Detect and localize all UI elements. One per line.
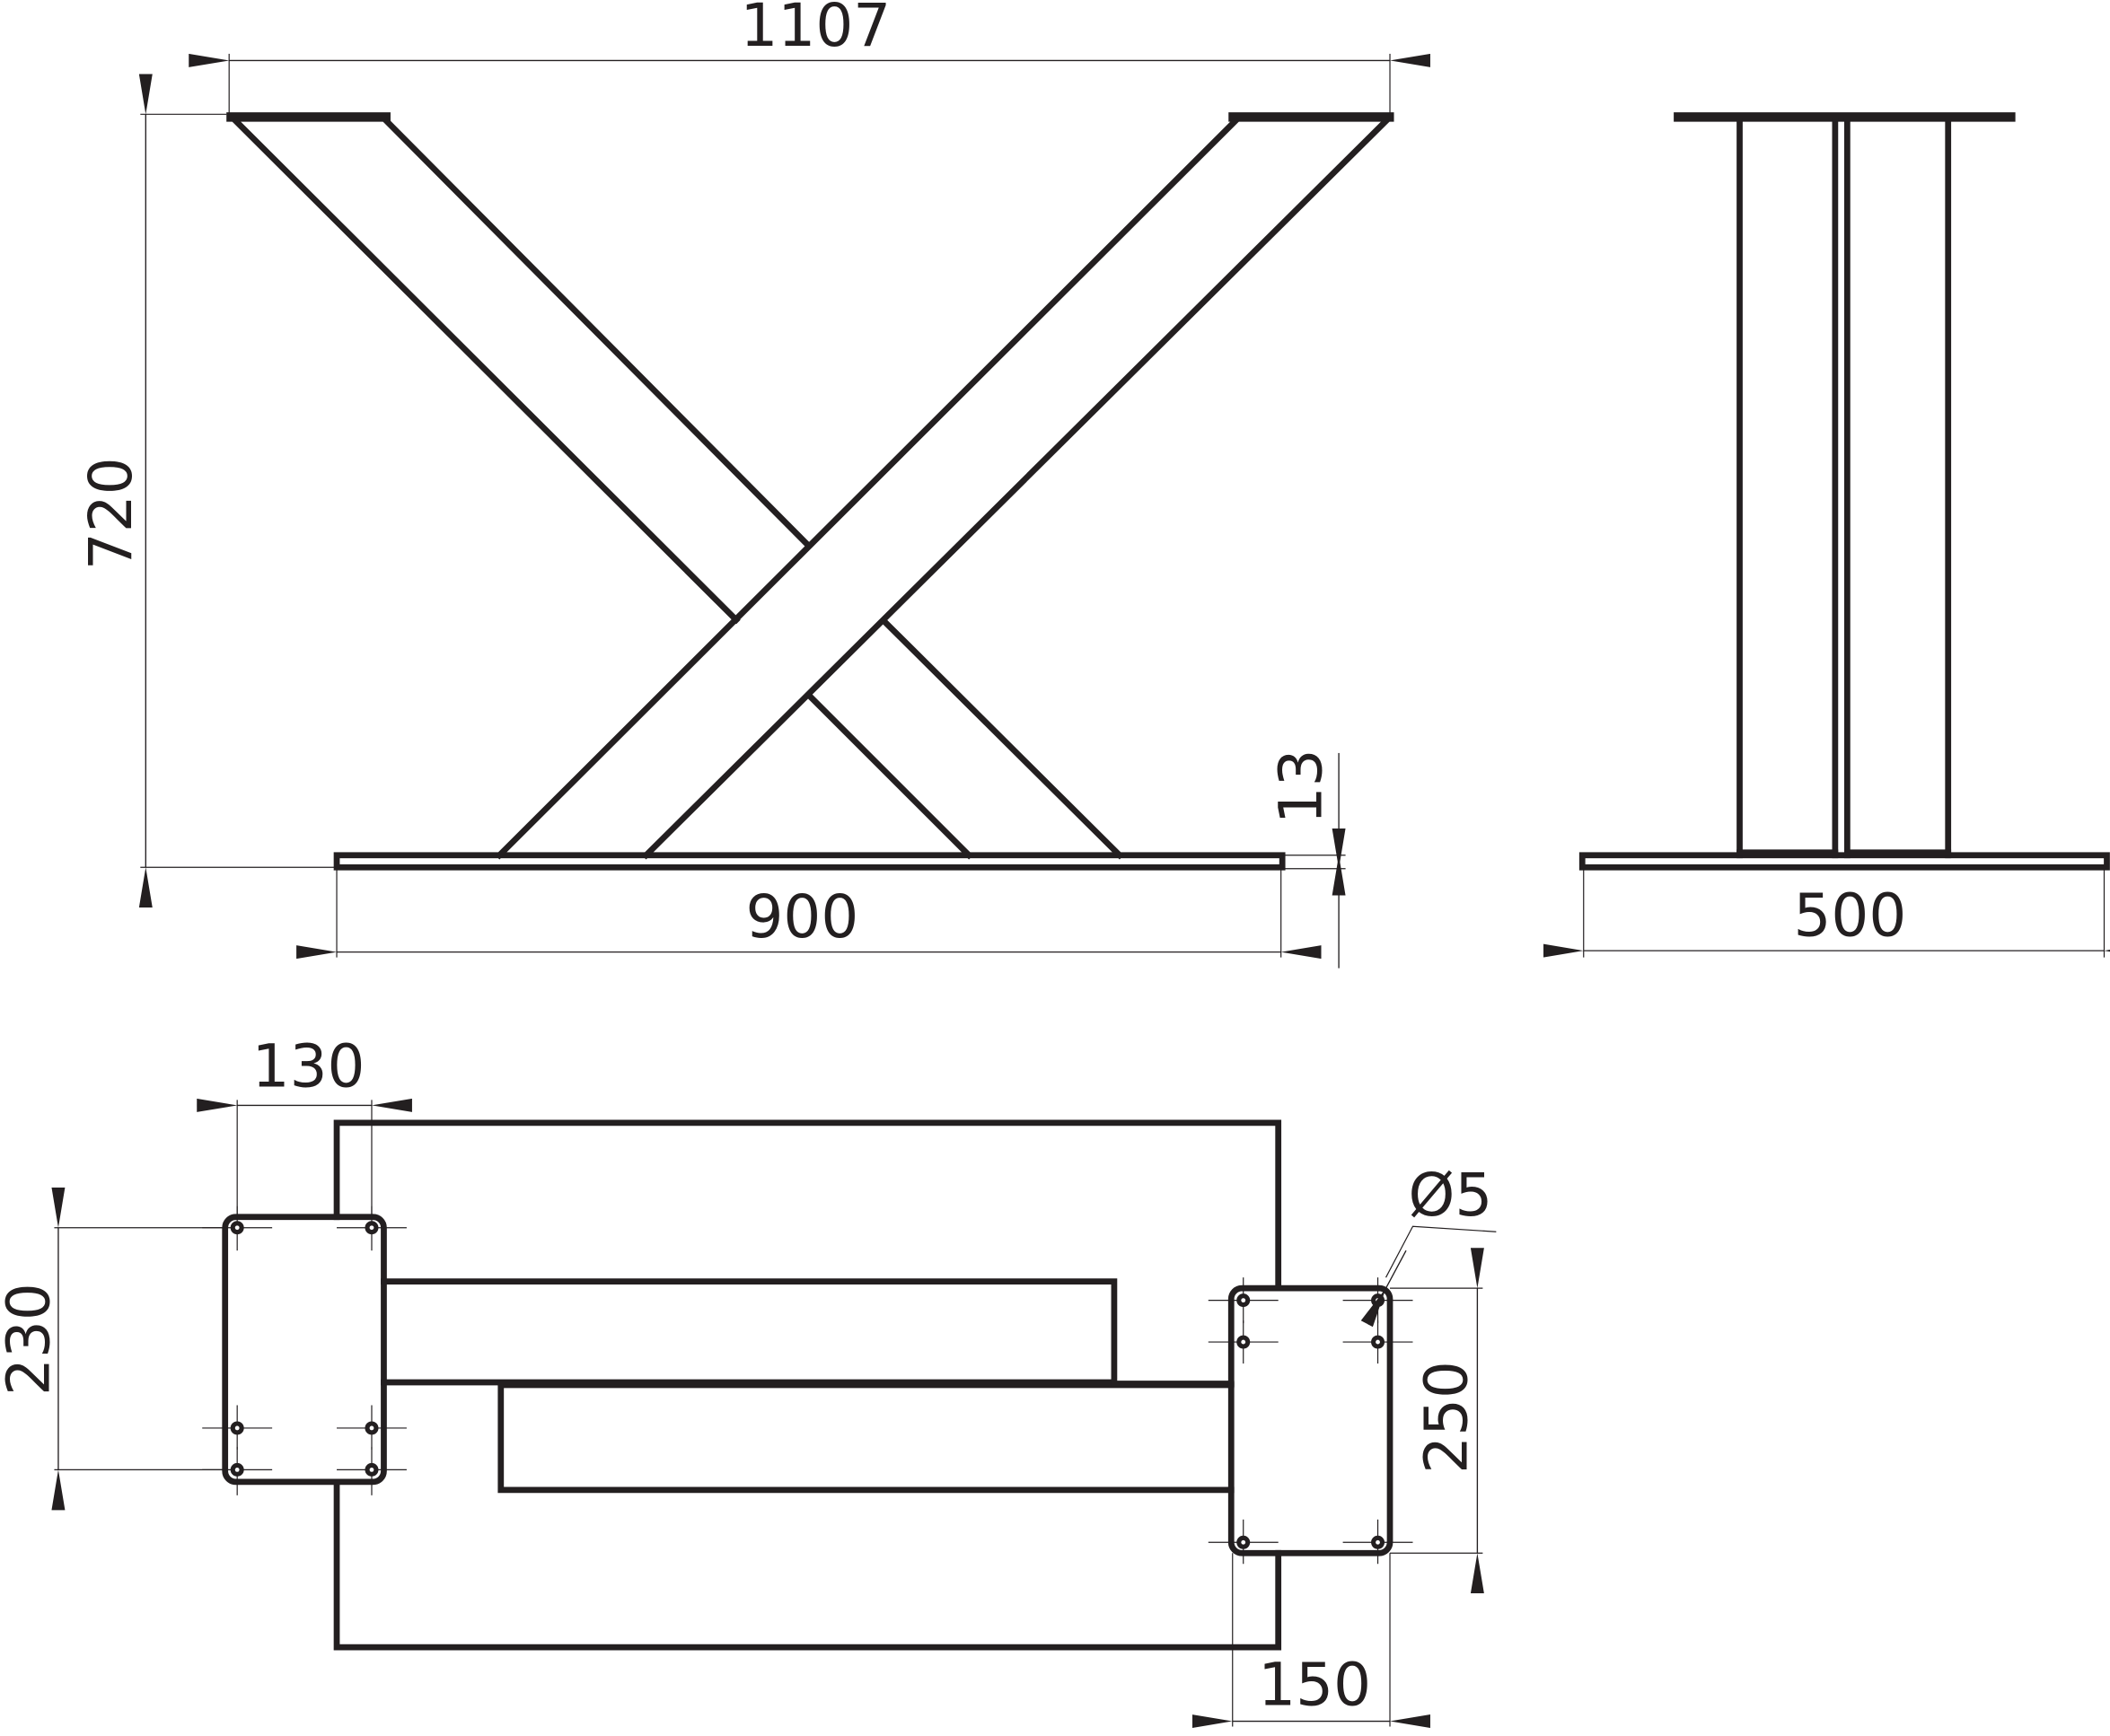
right-mount-plate <box>1227 1284 1393 1556</box>
left-mount-plate <box>222 1214 387 1486</box>
rear-leg <box>231 117 1124 860</box>
dimension-900: 900 <box>296 868 1322 960</box>
dimension-label-900: 900 <box>745 882 858 951</box>
dimension-label-hole-diameter: Ø5 <box>1409 1161 1493 1230</box>
dimension-label-720: 720 <box>76 457 145 570</box>
dimension-1107: 1107 <box>189 0 1430 115</box>
dimension-label-150: 150 <box>1258 1651 1371 1720</box>
dimension-500: 500 <box>1543 868 2110 958</box>
dimension-label-230: 230 <box>0 1283 63 1396</box>
dimension-label-130: 130 <box>252 1031 365 1100</box>
side-view: 500 <box>1543 112 2110 958</box>
dimension-label-1107: 1107 <box>740 0 891 60</box>
dimension-hole-diameter: Ø5 <box>1360 1161 1497 1328</box>
plan-view: 130 230 Ø5 250 150 <box>0 1031 1497 1729</box>
front-leg <box>495 117 1391 860</box>
dimension-720: 720 <box>76 74 336 908</box>
front-view: 1107 720 900 13 <box>76 0 1430 969</box>
dimension-230: 230 <box>0 1187 225 1511</box>
dimension-13: 13 <box>1267 749 1346 969</box>
dimension-130: 130 <box>197 1031 412 1217</box>
dimension-label-13: 13 <box>1267 749 1336 824</box>
dimension-label-500: 500 <box>1793 881 1906 951</box>
base-plate <box>333 852 1286 871</box>
dimension-250: 250 <box>1390 1248 1484 1594</box>
upper-bar <box>381 1278 1118 1386</box>
dimension-150: 150 <box>1191 1553 1430 1729</box>
side-legs <box>1736 118 1952 859</box>
lower-bar <box>497 1381 1235 1494</box>
dimension-label-250: 250 <box>1411 1361 1481 1474</box>
frame-outline <box>333 1119 1282 1651</box>
